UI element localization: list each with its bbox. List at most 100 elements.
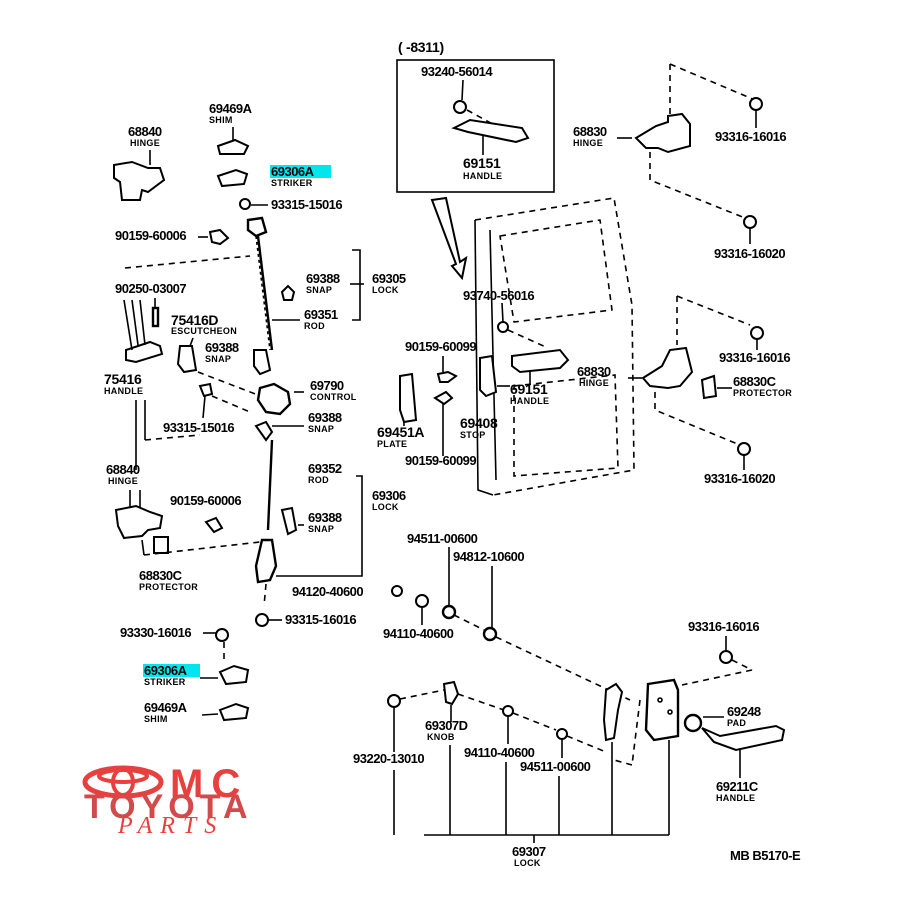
callout-part[interactable]: 69388 <box>306 271 340 286</box>
callout-name: ROD <box>304 321 325 331</box>
plate-icon <box>399 372 418 424</box>
callout-part[interactable]: 69388 <box>308 510 342 525</box>
callout-name: CONTROL <box>310 392 357 402</box>
callout-part[interactable]: 69451A <box>377 424 425 440</box>
shim-icon <box>218 702 250 722</box>
callout-part[interactable]: 68830C <box>733 374 777 389</box>
callout-part[interactable]: 93315-15016 <box>163 420 235 435</box>
callout-part-highlighted[interactable]: 69306A <box>144 663 188 678</box>
callout-part[interactable]: 75416D <box>171 312 219 328</box>
omc-toyota-parts-logo: MC TOYOTA PARTS <box>82 762 253 839</box>
callout-part[interactable]: 69211C <box>716 779 759 794</box>
inset-box: ( -8311) 93240-56014 69151 HANDLE <box>396 39 555 193</box>
callout-part[interactable]: 93315-16016 <box>285 612 357 627</box>
callout-part[interactable]: 93316-16020 <box>704 471 776 486</box>
screw-icon <box>387 694 401 708</box>
callout-part[interactable]: 90250-03007 <box>115 281 187 296</box>
bolt-icon <box>749 97 763 111</box>
callout-part[interactable]: 68840 <box>106 462 140 477</box>
screw-icon <box>436 370 458 383</box>
right-upper-hinge: 93316-16016 68830 HINGE 93316-16020 <box>573 63 787 261</box>
callout-part[interactable]: 90159-60006 <box>115 228 187 243</box>
inset-frame <box>396 59 555 193</box>
callout-name: LOCK <box>372 285 399 295</box>
callout-part[interactable]: 94511-00600 <box>407 531 478 546</box>
callout-part[interactable]: 69388 <box>205 340 239 355</box>
pin-icon <box>151 306 160 328</box>
callout-part[interactable]: 69305 <box>372 271 406 286</box>
callout-part[interactable]: 68840 <box>128 124 162 139</box>
snap-icon <box>253 349 272 376</box>
callout-part[interactable]: 90159-60006 <box>170 493 242 508</box>
callout-part[interactable]: 68830 <box>577 364 611 379</box>
callout-part[interactable]: 69408 <box>460 415 498 431</box>
lock-lever-icon <box>602 682 624 742</box>
right-middle-hinge: 93316-16016 68830 HINGE 68830C PROTECTOR… <box>577 295 792 486</box>
callout-part[interactable]: 69306 <box>372 488 406 503</box>
knob-icon <box>442 680 460 706</box>
callout-part[interactable]: 90159-60099 <box>405 339 477 354</box>
pad-icon <box>683 713 703 733</box>
bolt-icon <box>215 628 229 642</box>
callout-part[interactable]: 75416 <box>104 371 142 387</box>
highlight-marker <box>143 664 200 677</box>
bolt-icon <box>239 198 251 210</box>
callout-part[interactable]: 93316-16016 <box>719 350 791 365</box>
callout-part[interactable]: 93316-16016 <box>715 129 787 144</box>
callout-part[interactable]: 69307 <box>512 844 546 859</box>
callout-name: HANDLE <box>716 793 755 803</box>
callout-part[interactable]: 93316-16016 <box>688 619 760 634</box>
hinge-icon <box>634 112 691 154</box>
snap-icon <box>280 284 296 301</box>
callout-part[interactable]: 69469A <box>144 700 188 715</box>
callout-part[interactable]: 94110-40600 <box>383 626 454 641</box>
callout-part[interactable]: 69790 <box>310 378 344 393</box>
callout-name: ESCUTCHEON <box>171 326 237 336</box>
callout-part[interactable]: 93330-16016 <box>120 625 192 640</box>
callout-part[interactable]: 69307D <box>425 718 468 733</box>
snap-icon <box>254 420 274 442</box>
callout-name: HANDLE <box>463 171 502 181</box>
callout-part[interactable]: 69352 <box>308 461 342 476</box>
nut-icon <box>453 100 467 114</box>
bolt-icon <box>719 650 733 664</box>
bolt-icon <box>415 594 429 608</box>
callout-part[interactable]: 90159-60099 <box>405 453 477 468</box>
callout-name: HINGE <box>130 138 160 148</box>
callout-name: HINGE <box>108 476 138 486</box>
callout-name: STOP <box>460 430 486 440</box>
bolt-icon <box>255 613 269 627</box>
callout-part[interactable]: 94812-10600 <box>453 549 525 564</box>
logo-toyota-text: TOYOTA <box>84 788 253 826</box>
nut-icon <box>556 728 568 740</box>
callout-part[interactable]: 93740-56016 <box>463 288 535 303</box>
callout-part[interactable]: 69388 <box>308 410 342 425</box>
callout-part-highlighted[interactable]: 69306A <box>271 164 315 179</box>
callout-part[interactable]: 94511-00600 <box>520 759 591 774</box>
callout-name: HANDLE <box>510 396 549 406</box>
lower-lock-icon <box>254 538 278 584</box>
inset-handle-icon <box>451 118 530 144</box>
toyota-emblem-icon <box>82 765 164 799</box>
callout-part[interactable]: 93240-56014 <box>421 64 494 79</box>
washer-icon <box>482 626 498 642</box>
washer-icon <box>433 390 454 406</box>
callout-part[interactable]: 69469A <box>209 101 253 116</box>
callout-part[interactable]: 69248 <box>727 704 761 719</box>
escutcheon-icon <box>176 345 198 374</box>
callout-part[interactable]: 69151 <box>510 381 548 397</box>
callout-part[interactable]: 94110-40600 <box>464 745 535 760</box>
callout-part[interactable]: 68830 <box>573 124 607 139</box>
callout-part[interactable]: 69151 <box>463 155 501 171</box>
lock-body-icon <box>644 678 680 742</box>
handle-icon <box>511 348 570 374</box>
protector-icon <box>153 536 169 554</box>
callout-part[interactable]: 69351 <box>304 307 338 322</box>
callout-part[interactable]: 93316-16020 <box>714 246 786 261</box>
callout-part[interactable]: 68830C <box>139 568 183 583</box>
logo-parts-text: PARTS <box>117 813 224 839</box>
callout-part[interactable]: 93315-15016 <box>271 197 343 212</box>
screw-icon <box>208 228 230 246</box>
callout-part[interactable]: 93220-13010 <box>353 751 425 766</box>
callout-part[interactable]: 94120-40600 <box>292 584 364 599</box>
